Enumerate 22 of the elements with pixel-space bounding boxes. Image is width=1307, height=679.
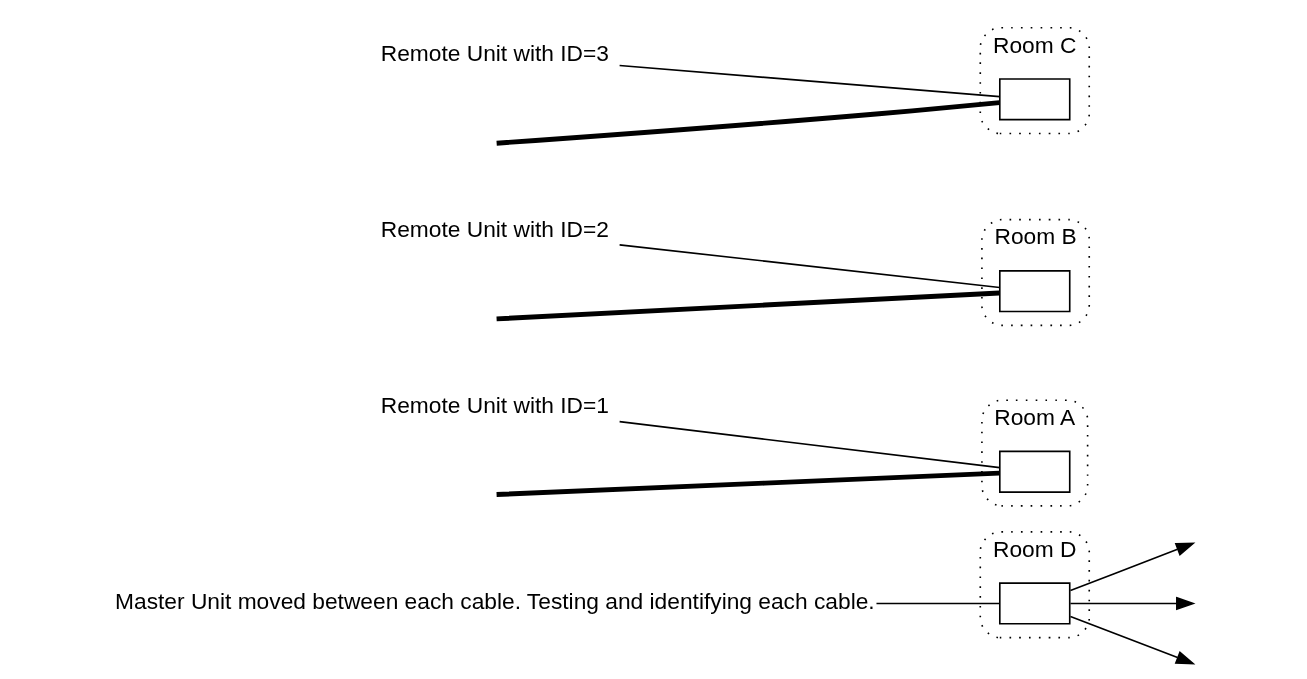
cluster: Room A xyxy=(980,399,1088,507)
connector xyxy=(495,290,999,322)
node-text: Remote Unit with ID=2 xyxy=(380,216,609,243)
arrow xyxy=(1069,542,1195,592)
node-box xyxy=(998,450,1071,493)
node-text: Master Unit moved between each cable. Testing and identifying each cable. xyxy=(114,588,875,615)
node-box xyxy=(998,582,1071,625)
connector xyxy=(875,602,1000,605)
cluster: Room C xyxy=(978,26,1090,135)
node-box xyxy=(998,270,1071,313)
cluster: Room B xyxy=(980,218,1090,327)
connector xyxy=(495,100,1000,146)
arrow xyxy=(1069,615,1195,665)
cluster: Room D xyxy=(978,531,1090,639)
node-text: Remote Unit with ID=1 xyxy=(380,391,609,418)
connector xyxy=(618,420,1000,469)
node-text: Remote Unit with ID=3 xyxy=(380,40,609,67)
connector xyxy=(618,64,1000,98)
node-box xyxy=(998,78,1071,121)
connector xyxy=(618,244,1000,289)
arrow xyxy=(1069,596,1196,611)
connector xyxy=(495,470,999,497)
